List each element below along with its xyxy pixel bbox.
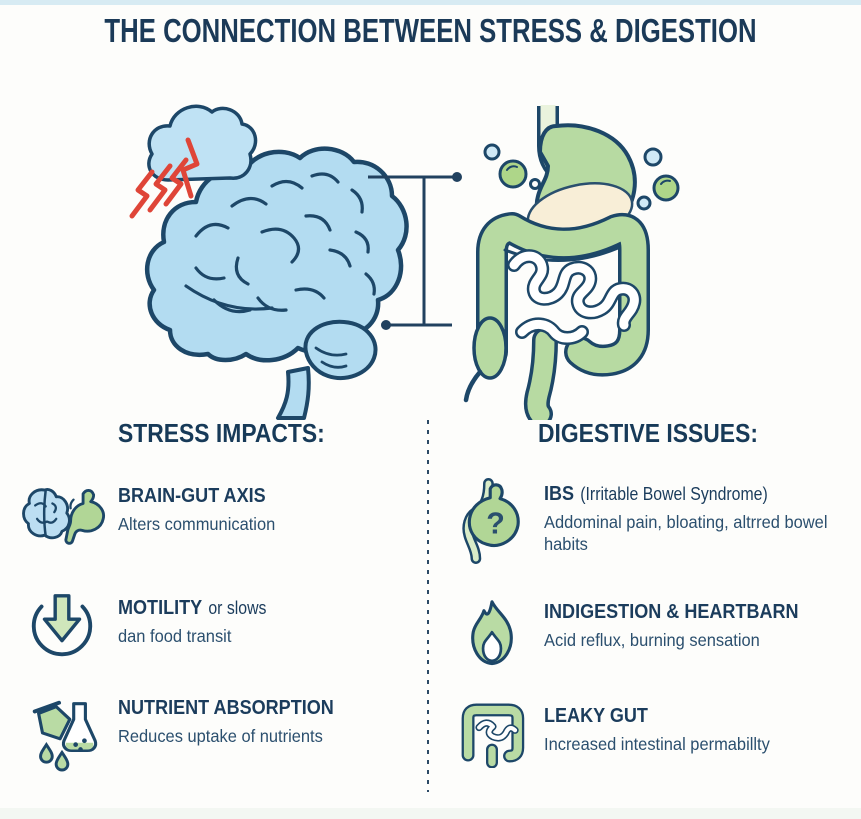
digestive-system-figure <box>463 105 680 420</box>
item-desc: Reduces uptake of nutrients <box>118 726 323 746</box>
brain-gut-illustration <box>129 104 680 420</box>
stress-impacts-header: STRESS IMPACTS: <box>118 418 325 448</box>
item-title: BRAIN-GUT AXIS <box>118 484 266 507</box>
storm-cloud-icon <box>147 104 258 182</box>
item-title-note: or slows <box>208 598 267 618</box>
bubbles <box>483 143 680 211</box>
column-divider <box>427 420 429 792</box>
item-title: INDIGESTION & HEARTBARN <box>544 600 799 623</box>
bottom-border-strip <box>0 808 861 819</box>
item-desc: Alters communication <box>118 514 276 534</box>
brain-gut-icon <box>22 488 106 545</box>
brain-figure <box>145 146 409 420</box>
motility-down-arrow-icon <box>31 594 93 657</box>
list-item-brain-gut-axis: BRAIN-GUT AXIS Alters communication <box>14 478 420 552</box>
lightning-icon <box>129 137 200 219</box>
nutrient-flask-icon <box>32 700 98 772</box>
digestive-issues-header: DIGESTIVE ISSUES: <box>538 418 758 448</box>
top-border-strip <box>0 0 861 5</box>
list-item-ibs: ? IBS(Irritable Bowel Syndrome) Addomina… <box>448 476 856 566</box>
list-item-nutrient-absorption: NUTRIENT ABSORPTION Reduces uptake of nu… <box>14 690 420 772</box>
page-title: THE CONNECTION BETWEEN STRESS & DIGESTIO… <box>104 12 757 49</box>
item-desc: Increased intestinal permabillty <box>544 734 770 754</box>
list-item-indigestion: INDIGESTION & HEARTBARN Acid reflux, bur… <box>448 594 856 674</box>
svg-text:?: ? <box>486 507 505 541</box>
item-title: LEAKY GUT <box>544 704 648 727</box>
brain-gut-connector <box>368 172 462 330</box>
item-desc: dan food transit <box>118 626 232 646</box>
item-desc: Addominal pain, bloating, altrred bowel … <box>544 512 828 554</box>
stomach-question-icon: ? <box>462 478 520 564</box>
leaky-gut-intestines-icon <box>461 703 525 768</box>
heartburn-flame-icon <box>471 600 513 666</box>
item-desc: Acid reflux, burning sensation <box>544 630 760 650</box>
item-title: NUTRIENT ABSORPTION <box>118 696 334 719</box>
small-intestine-figure <box>507 249 642 345</box>
item-title: IBS(Irritable Bowel Syndrome) <box>544 482 768 505</box>
item-title-note: (Irritable Bowel Syndrome) <box>580 484 768 504</box>
list-item-leaky-gut: LEAKY GUT Increased intestinal permabill… <box>448 698 856 768</box>
